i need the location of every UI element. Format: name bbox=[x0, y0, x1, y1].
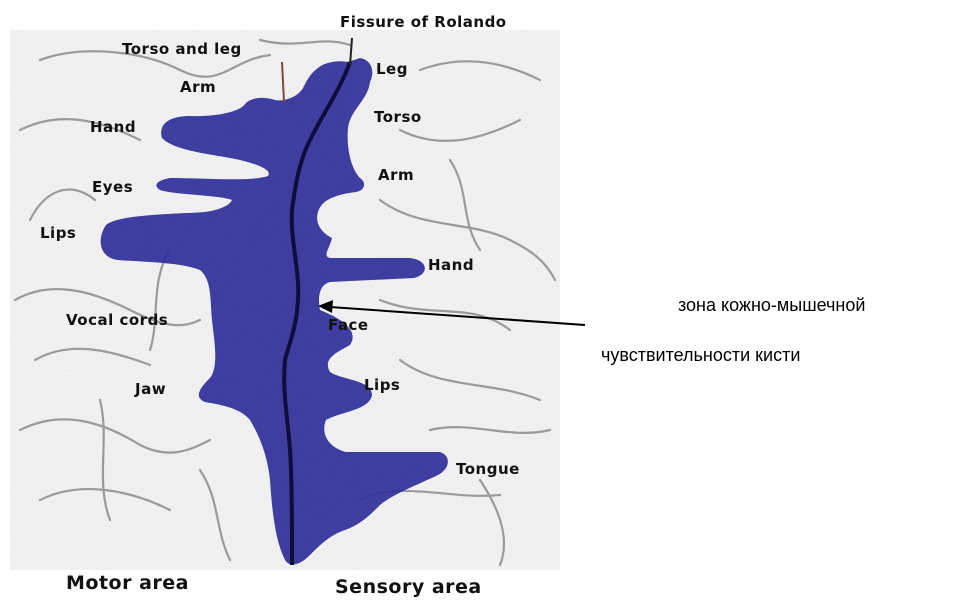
label-fissure-of-rolando: Fissure of Rolando bbox=[340, 15, 507, 30]
label-sensory-lips: Lips bbox=[364, 378, 400, 393]
label-sensory-area: Sensory area bbox=[335, 578, 482, 597]
label-jaw: Jaw bbox=[135, 382, 166, 397]
label-motor-arm: Arm bbox=[180, 80, 216, 95]
label-tongue: Tongue bbox=[456, 462, 520, 477]
label-motor-hand: Hand bbox=[90, 120, 136, 135]
label-motor-area: Motor area bbox=[66, 574, 189, 593]
label-face: Face bbox=[328, 318, 369, 333]
label-motor-lips: Lips bbox=[40, 226, 76, 241]
label-sensory-hand: Hand bbox=[428, 258, 474, 273]
label-torso-and-leg: Torso and leg bbox=[122, 42, 242, 57]
label-vocal-cords: Vocal cords bbox=[66, 313, 168, 328]
label-eyes: Eyes bbox=[92, 180, 133, 195]
label-sensory-leg: Leg bbox=[376, 62, 408, 77]
annotation-line-2: чувствительности кисти bbox=[601, 346, 800, 364]
annotation-line-1: зона кожно-мышечной bbox=[678, 296, 865, 314]
label-sensory-arm: Arm bbox=[378, 168, 414, 183]
label-sensory-torso: Torso bbox=[374, 110, 422, 125]
